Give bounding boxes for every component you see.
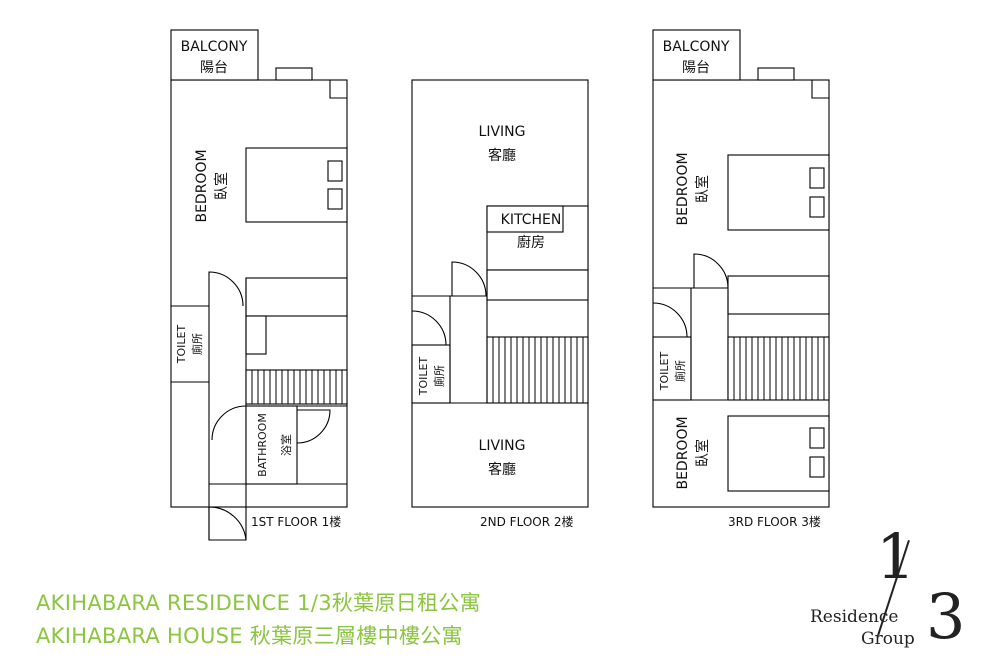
door-swing-1f-b <box>211 405 247 441</box>
kitchen-label-box-2f <box>486 205 564 233</box>
door-swing-2f-b <box>411 310 447 346</box>
door-swing-3f-a <box>693 253 729 289</box>
toilet-label-en-2f: TOILET <box>417 357 430 397</box>
balcony-label-zh-3f: 陽台 <box>682 60 710 76</box>
bedroom-label-en-1f: BEDROOM <box>194 149 210 222</box>
third-floor-plan <box>652 29 830 508</box>
logo-denominator: 3 <box>926 580 966 653</box>
bedroom-label-zh-3f-bottom: 臥室 <box>694 439 711 467</box>
door-swing-1f-a <box>208 271 244 307</box>
second-floor-plan <box>411 79 589 508</box>
bedroom-label-en-3f-top: BEDROOM <box>675 152 691 225</box>
logo-word-residence: Residence <box>810 607 899 627</box>
pillow-1f-a <box>327 160 343 182</box>
pillow-3f-c <box>809 427 825 449</box>
bed-3f-bottom <box>727 415 830 492</box>
door-swing-1f-entry <box>208 506 247 541</box>
balcony-label-en-3f: BALCONY <box>663 39 730 55</box>
living-label-en-2f-bottom: LIVING <box>479 438 526 454</box>
stairs-2f-treads <box>492 337 584 403</box>
stairs-1f-treads <box>251 370 343 404</box>
balcony-3f <box>652 29 741 81</box>
toilet-label-zh-3f: 廁所 <box>673 360 687 382</box>
toilet-label-en-3f: TOILET <box>658 352 671 392</box>
pillow-1f-b <box>327 188 343 210</box>
bedroom-label-zh-1f: 臥室 <box>213 172 230 200</box>
kitchen-label-en-2f: KITCHEN <box>501 212 562 228</box>
door-swing-3f-b <box>652 302 688 338</box>
vent-box-3f <box>757 67 795 81</box>
floor-label-3f: 3RD FLOOR 3楼 <box>728 514 821 529</box>
counter-2f <box>486 269 589 301</box>
kitchen-label-zh-2f: 廚房 <box>517 234 545 251</box>
bathroom-1f <box>245 405 298 485</box>
living-label-zh-2f-top: 客廳 <box>488 147 516 164</box>
bed-1f <box>245 147 348 223</box>
living-label-zh-2f-bottom: 客廳 <box>488 461 516 478</box>
stairs-1f <box>245 369 348 405</box>
logo-word-group: Group <box>861 629 915 649</box>
bathroom-label-zh-1f: 浴室 <box>279 434 293 456</box>
pillow-3f-b <box>809 196 825 218</box>
caption-line-1: AKIHABARA RESIDENCE 1/3秋葉原日租公寓 <box>36 591 481 615</box>
first-floor-plan <box>170 29 348 541</box>
door-swing-1f-c <box>296 409 331 444</box>
caption-line-2: AKIHABARA HOUSE 秋葉原三層樓中樓公寓 <box>36 624 463 648</box>
toilet-label-en-1f: TOILET <box>175 325 188 365</box>
balcony-label-zh-1f: 陽台 <box>200 60 228 76</box>
bed-3f-top <box>727 154 830 231</box>
sink-1f <box>245 315 267 355</box>
bathroom-label-en-1f: BATHROOM <box>256 413 269 477</box>
stairs-3f <box>727 336 830 401</box>
bedroom-label-zh-3f-top: 臥室 <box>694 175 711 203</box>
living-label-en-2f-top: LIVING <box>479 124 526 140</box>
counter-3f <box>727 275 830 315</box>
stairs-2f <box>486 336 589 404</box>
stairs-3f-treads <box>733 337 825 400</box>
door-swing-2f-a <box>451 261 487 297</box>
floor-label-1f: 1ST FLOOR 1楼 <box>251 514 341 529</box>
bedroom-label-en-3f-bottom: BEDROOM <box>675 416 691 489</box>
vent-box-1f <box>275 67 313 81</box>
toilet-label-zh-2f: 廁所 <box>432 365 446 387</box>
balcony-label-en-1f: BALCONY <box>181 39 248 55</box>
toilet-label-zh-1f: 廁所 <box>190 333 204 355</box>
notch-1f <box>329 80 347 99</box>
pillow-3f-d <box>809 456 825 478</box>
balcony-1f <box>170 29 259 81</box>
floor-label-2f: 2ND FLOOR 2楼 <box>480 514 574 529</box>
counter-1f <box>245 277 348 317</box>
notch-3f <box>811 80 829 99</box>
pillow-3f-a <box>809 167 825 189</box>
